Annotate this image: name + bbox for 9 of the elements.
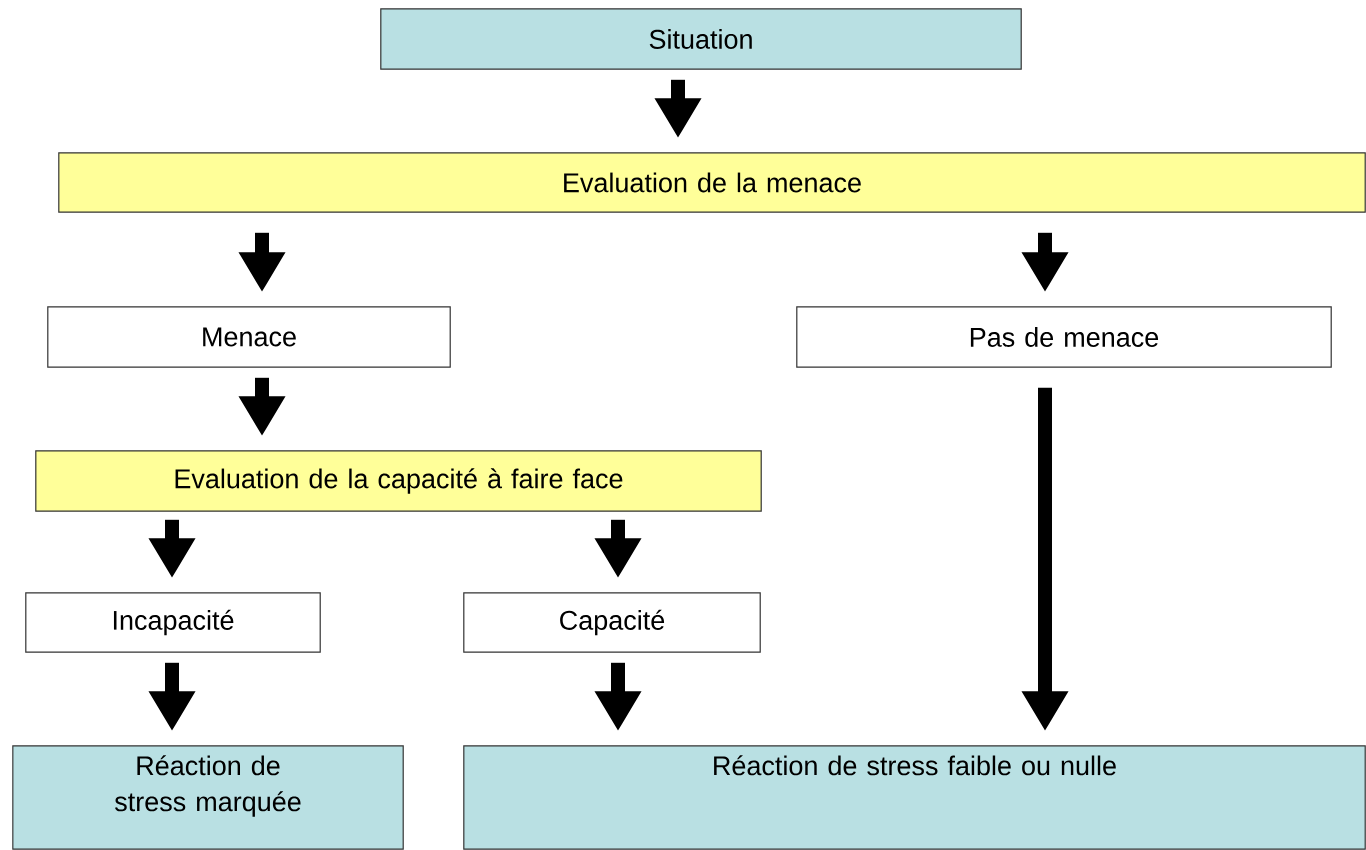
evaluation-band: Evaluation de la menace — [58, 152, 1366, 213]
situation-box: Situation — [380, 8, 1022, 70]
outcome-box: Menace — [47, 306, 451, 368]
evaluation-band: Evaluation de la capacité à faire face — [35, 450, 762, 512]
outcome-box: Capacité — [463, 592, 761, 653]
outcome-box: Incapacité — [25, 592, 321, 653]
reaction-box: Réaction de stress marquée — [12, 745, 404, 850]
reaction-box: Réaction de stress faible ou nulle — [463, 745, 1366, 850]
outcome-box: Pas de menace — [796, 306, 1332, 368]
